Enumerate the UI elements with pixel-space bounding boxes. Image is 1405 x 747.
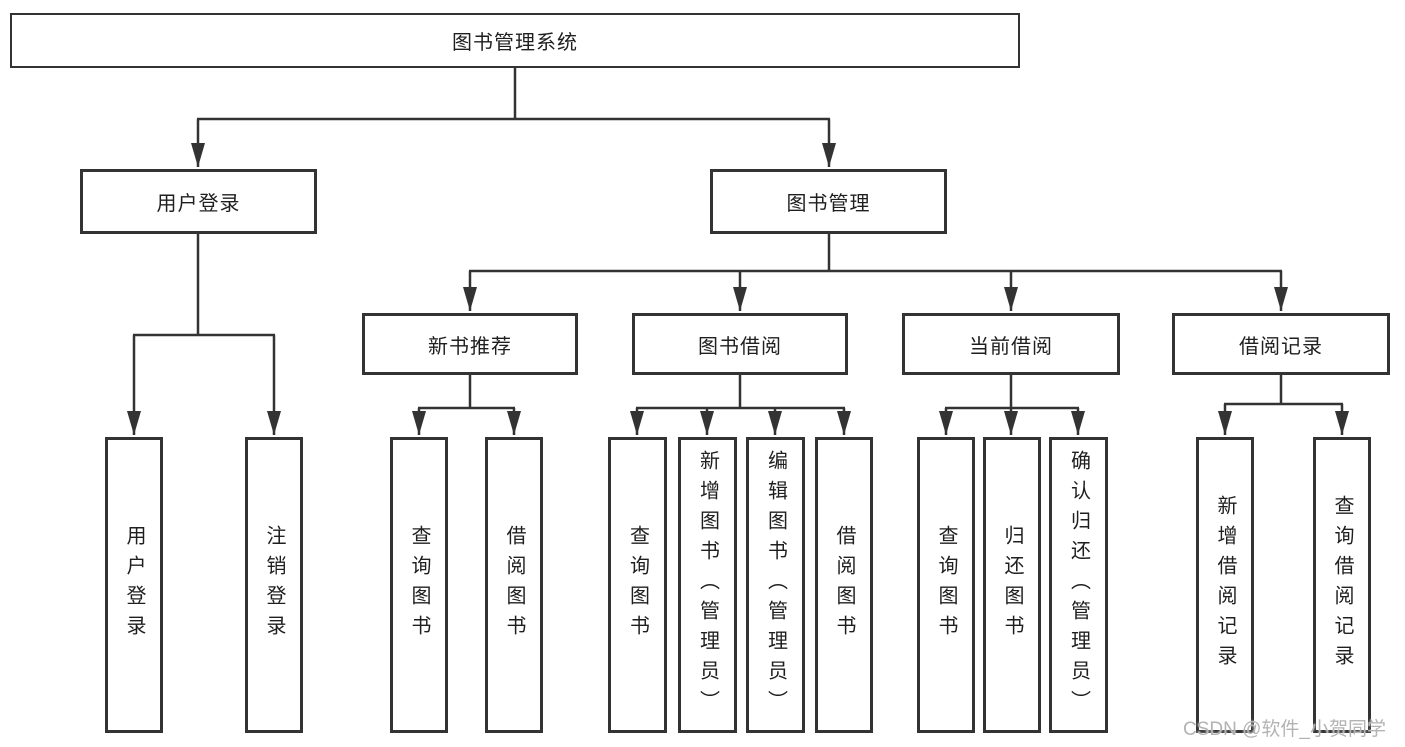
node-new-book-recommend: 新书推荐 [362,313,578,375]
node-label: 查询借阅记录 [1331,495,1353,675]
leaf-records-add-record: 新增借阅记录 [1196,437,1254,733]
leaf-logout: 注销登录 [245,437,303,733]
node-label: 借阅记录 [1239,335,1323,358]
leaf-user-login: 用户登录 [105,437,163,733]
node-label: 确认归还（管理员） [1067,450,1090,720]
node-library-management-system: 图书管理系统 [10,13,1020,68]
node-current-borrowing: 当前借阅 [902,313,1120,375]
node-label: 归还图书 [1001,525,1023,645]
leaf-borrow-borrow-books: 借阅图书 [815,437,873,733]
leaf-current-return-books: 归还图书 [983,437,1041,733]
node-label: 图书借阅 [698,335,782,358]
node-label: 查询图书 [935,525,957,645]
node-label: 借阅图书 [833,525,855,645]
node-book-management: 图书管理 [710,169,947,234]
leaf-borrow-add-books-admin: 新增图书（管理员） [678,437,737,733]
leaf-borrow-edit-books-admin: 编辑图书（管理员） [746,437,805,733]
leaf-current-confirm-return-admin: 确认归还（管理员） [1049,437,1108,733]
leaf-recommend-query-books: 查询图书 [390,437,448,733]
leaf-borrow-query-books: 查询图书 [608,437,667,733]
leaf-current-query-books: 查询图书 [917,437,975,733]
node-label: 图书管理系统 [452,32,578,54]
node-label: 当前借阅 [969,335,1053,358]
node-label: 图书管理 [786,193,871,215]
node-borrowing-records: 借阅记录 [1172,313,1390,375]
node-label: 用户登录 [156,193,241,215]
node-label: 新书推荐 [428,335,512,358]
leaf-recommend-borrow-books: 借阅图书 [485,437,543,733]
node-label: 查询图书 [626,525,649,645]
node-label: 用户登录 [123,525,145,645]
node-label: 新增图书（管理员） [696,450,719,720]
node-label: 编辑图书（管理员） [764,450,787,720]
leaf-records-query-record: 查询借阅记录 [1313,437,1371,733]
node-label: 注销登录 [263,525,285,645]
node-label: 查询图书 [408,525,430,645]
node-label: 新增借阅记录 [1214,495,1236,675]
node-label: 借阅图书 [503,525,525,645]
node-book-borrowing: 图书借阅 [632,313,848,375]
csdn-watermark: CSDN @软件_小贺同学 [1183,719,1386,740]
node-user-login: 用户登录 [80,169,317,234]
